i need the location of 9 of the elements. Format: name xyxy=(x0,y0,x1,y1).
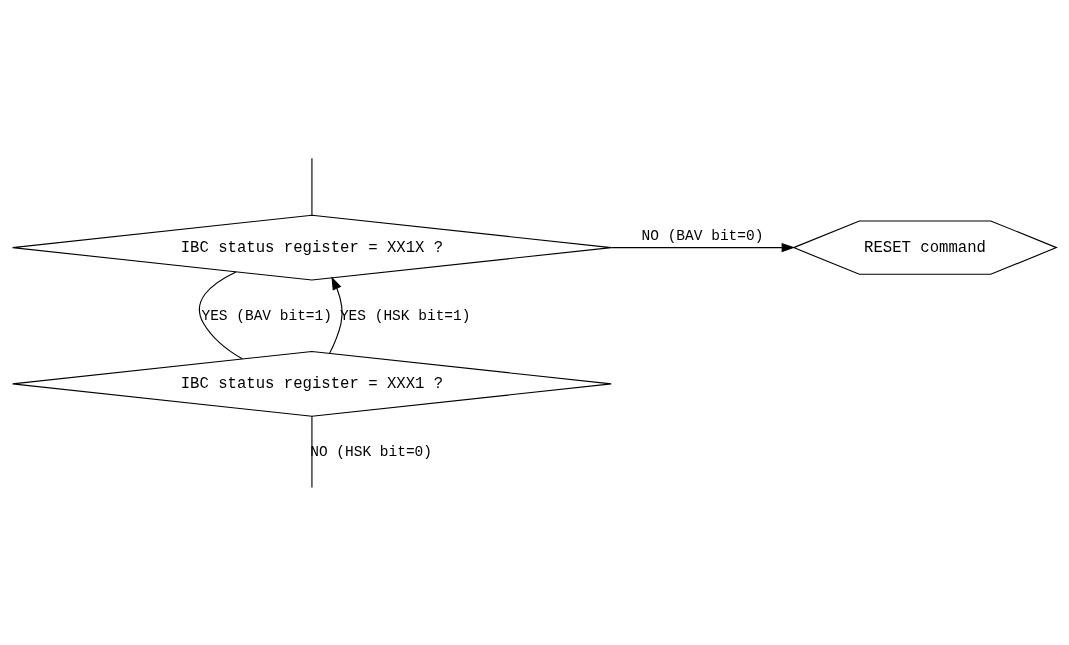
node-diamond: IBC status register = XX1X ? xyxy=(12,214,612,281)
connector xyxy=(311,157,313,216)
connector xyxy=(198,270,243,359)
node-diamond: IBC status register = XXX1 ? xyxy=(12,350,612,417)
edge-label: NO (BAV bit=0) xyxy=(641,227,764,244)
connector xyxy=(311,415,313,488)
arrow xyxy=(329,275,343,354)
edge-label: YES (BAV bit=1) xyxy=(201,307,332,324)
arrow xyxy=(610,242,796,252)
